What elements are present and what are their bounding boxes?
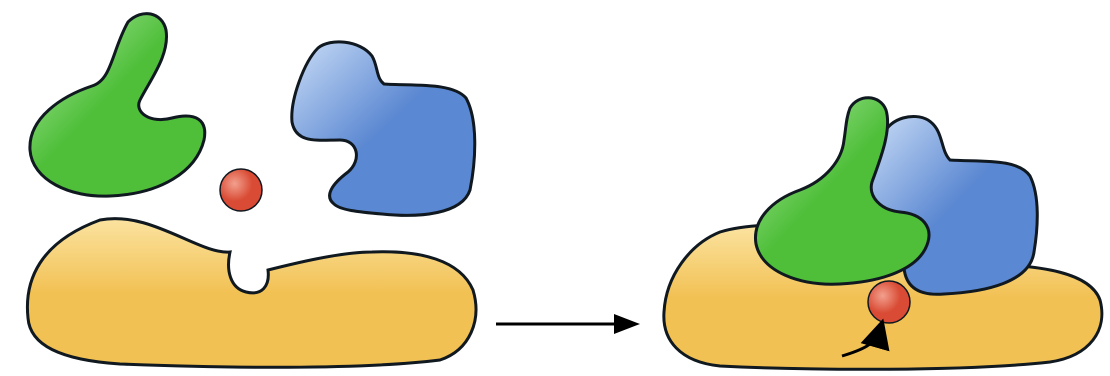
- left-red-ball: [220, 169, 262, 211]
- right-red-ball: [868, 281, 910, 323]
- left-orange-base: [27, 219, 476, 368]
- left-blue-protein: [292, 42, 475, 215]
- transition-arrow: [496, 314, 640, 334]
- right-state: [664, 98, 1102, 370]
- left-green-protein: [30, 14, 205, 197]
- left-state: [27, 14, 476, 368]
